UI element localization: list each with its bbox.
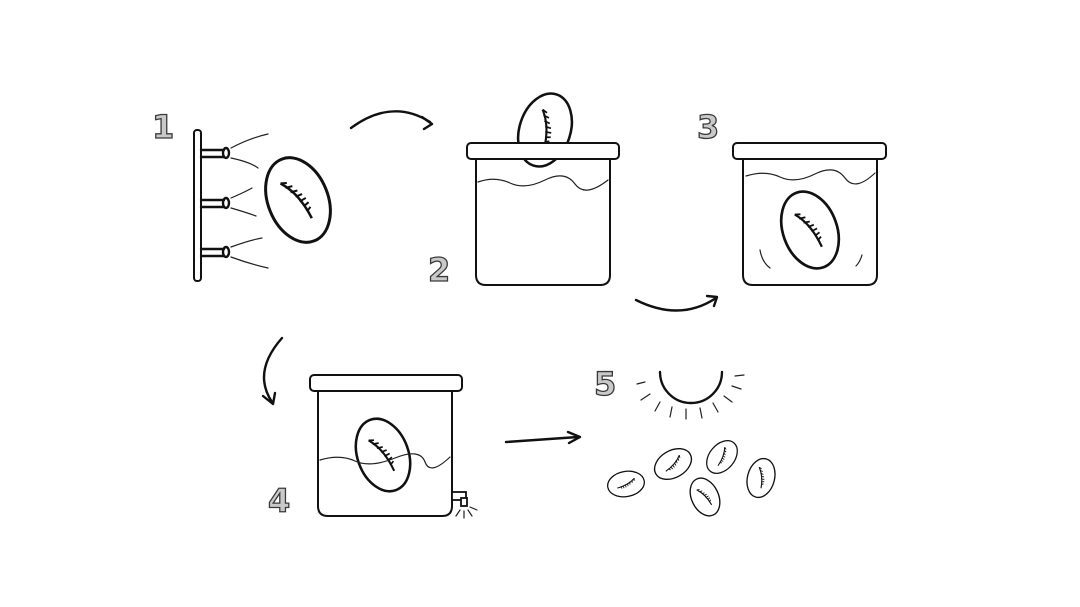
water-line: [477, 175, 609, 191]
step-4-draining-tank: 4: [267, 374, 478, 521]
spray-nozzles: [199, 133, 269, 269]
arrow-1-to-2: [349, 110, 432, 130]
step-number-2: 2: [428, 251, 450, 289]
step-number-3: 3: [697, 108, 719, 146]
coffee-bean-icon: [648, 441, 698, 487]
step-3-soaking-tank: 3: [696, 107, 887, 286]
sun-icon: [636, 370, 745, 420]
water-line: [319, 453, 451, 469]
drain-tap-icon: [451, 491, 478, 519]
tank-lid: [309, 374, 463, 392]
arrowhead: [420, 115, 434, 131]
arrowhead: [566, 430, 582, 445]
step-number-1: 1: [152, 108, 174, 146]
step-2-fermentation-tank: 2: [427, 85, 620, 290]
arrow-2-to-3: [634, 296, 718, 312]
coffee-bean-icon: [252, 146, 344, 254]
arrowhead: [705, 294, 719, 308]
coffee-bean-icon: [683, 472, 727, 522]
step-number-4: 4: [268, 482, 290, 520]
dried-beans: [604, 434, 780, 522]
tank-lid: [466, 142, 620, 160]
reflection-lines: [759, 249, 863, 269]
tank-lid: [732, 142, 887, 160]
coffee-bean-icon: [742, 454, 780, 502]
tank-body: [475, 159, 611, 286]
step-number-5: 5: [594, 365, 616, 403]
water-line: [745, 169, 876, 185]
coffee-bean-icon: [604, 467, 648, 501]
step-5-sun-drying: 5: [593, 364, 780, 522]
arrow-3-to-4: [262, 336, 284, 404]
step-1-washing: 1: [151, 107, 344, 282]
pipe-bar: [193, 129, 202, 282]
coffee-bean-icon: [699, 434, 745, 480]
arrow-4-to-5: [504, 435, 580, 444]
arrowhead: [261, 391, 277, 406]
